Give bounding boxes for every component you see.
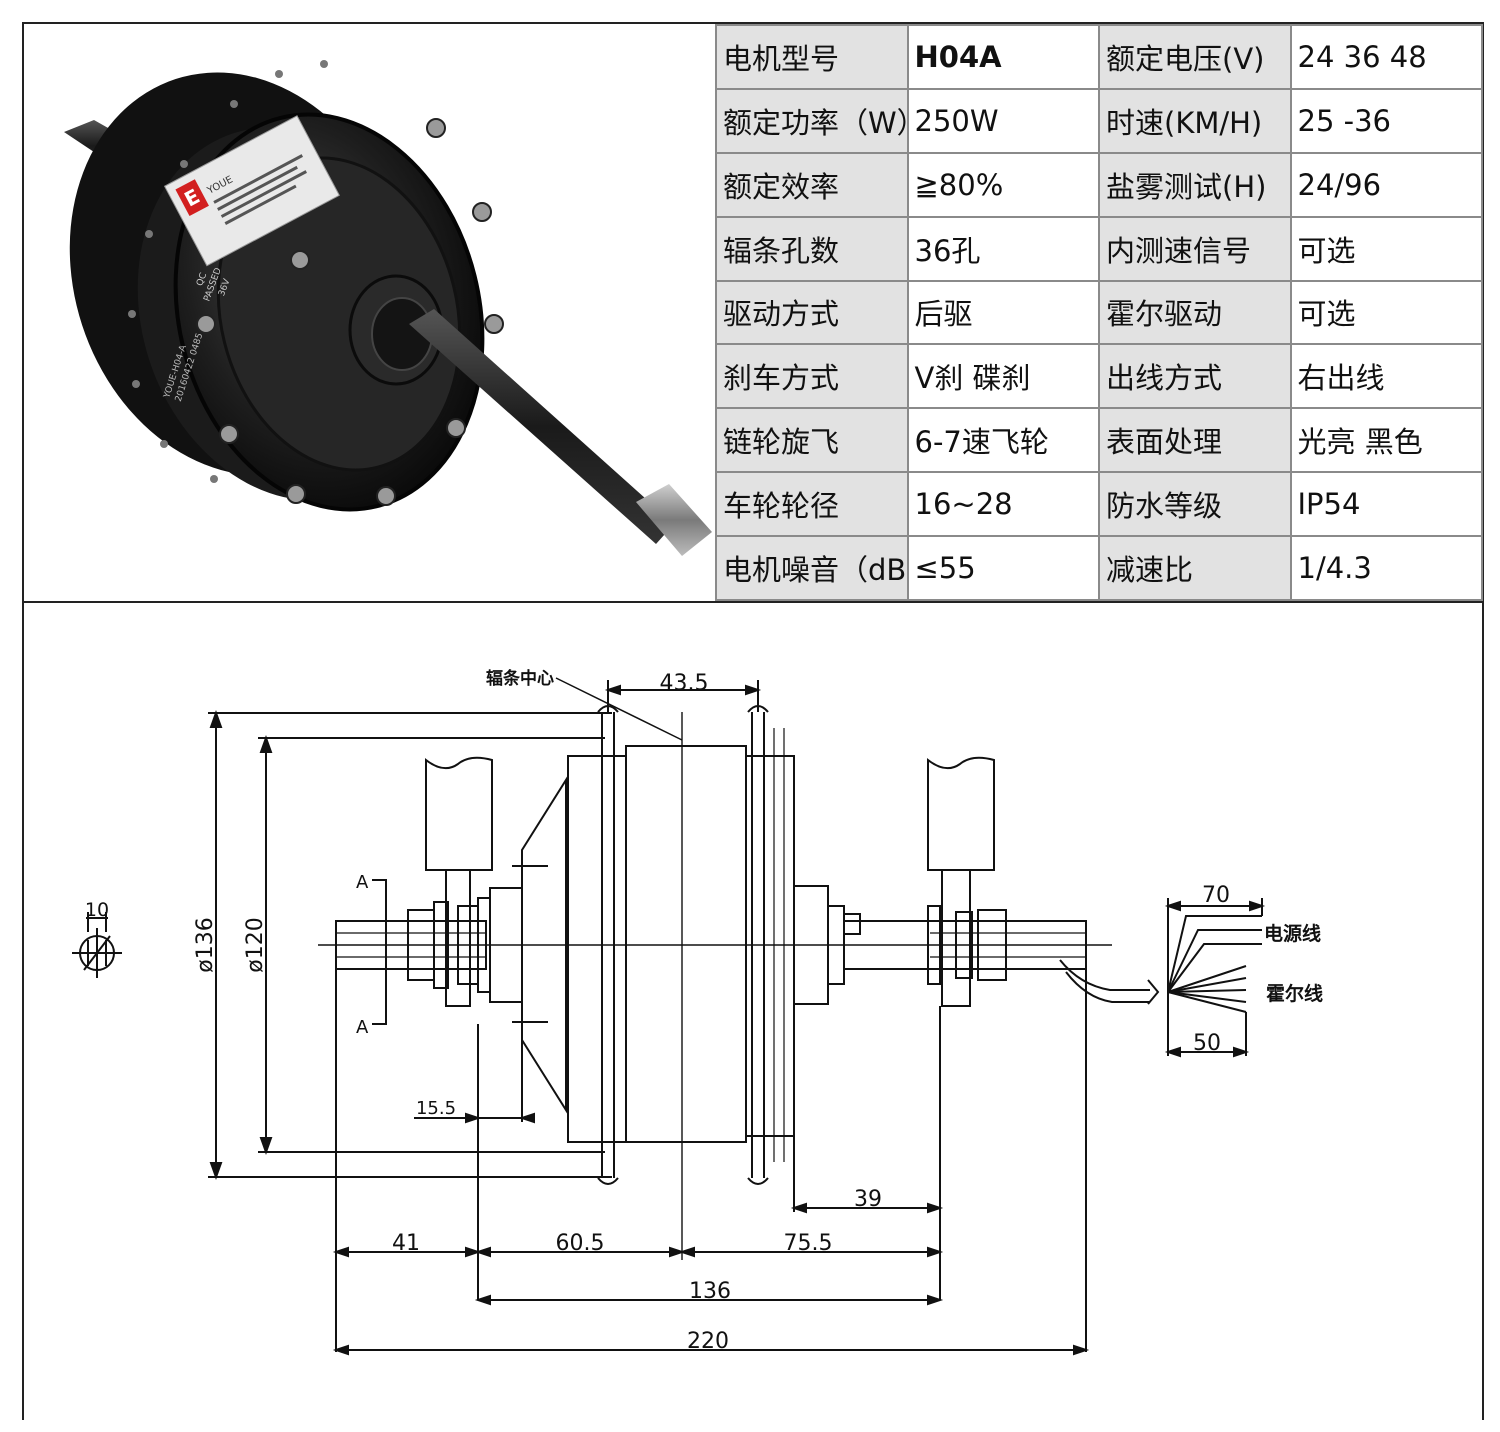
spec-key: 额定功率（W） xyxy=(715,87,909,154)
spec-key: 辐条孔数 xyxy=(715,215,909,282)
product-label: E YOUE xyxy=(163,115,340,267)
table-row: 链轮旋飞 6-7速飞轮 表面处理 光亮 黑色 xyxy=(715,407,1483,474)
label-power-wire: 电源线 xyxy=(1264,922,1321,945)
spec-key: 盐雾测试(H) xyxy=(1098,151,1292,218)
technical-drawing: 10 ø136 ø120 A A xyxy=(72,668,1323,1356)
spec-table: 电机型号 H04A 额定电压(V) 24 36 48 额定功率（W） 250W … xyxy=(715,24,1483,601)
spec-value: 光亮 黑色 xyxy=(1289,407,1483,474)
spec-value: 后驱 xyxy=(906,279,1100,346)
dim-70: 70 xyxy=(1202,883,1230,908)
spec-key: 表面处理 xyxy=(1098,407,1292,474)
dim-60-5: 60.5 xyxy=(556,1231,605,1256)
spec-value: 24/96 xyxy=(1289,151,1483,218)
dim-10: 10 xyxy=(85,899,109,921)
dim-39: 39 xyxy=(854,1187,882,1212)
spec-key: 额定效率 xyxy=(715,151,909,218)
table-row: 驱动方式 后驱 霍尔驱动 可选 xyxy=(715,279,1483,346)
spec-value: H04A xyxy=(906,24,1100,90)
section-a-top: A xyxy=(356,872,369,893)
axle-section-view xyxy=(72,912,122,978)
dim-bottom-chain xyxy=(332,970,1090,1356)
spec-key: 电机噪音（dB) xyxy=(715,535,909,601)
spec-value: 可选 xyxy=(1289,279,1483,346)
spec-key: 减速比 xyxy=(1098,535,1292,601)
table-row: 刹车方式 V刹 碟刹 出线方式 右出线 xyxy=(715,343,1483,410)
dim-41: 41 xyxy=(392,1231,420,1256)
flange-bolts xyxy=(196,118,504,506)
spec-key: 额定电压(V) xyxy=(1098,24,1292,90)
label-hall-wire: 霍尔线 xyxy=(1266,982,1323,1005)
spec-key: 链轮旋飞 xyxy=(715,407,909,474)
spec-value: IP54 xyxy=(1289,471,1483,537)
section-divider xyxy=(22,601,1484,603)
section-a-bottom: A xyxy=(356,1017,369,1038)
spec-value: 25 -36 xyxy=(1289,87,1483,154)
dim-15-5: 15.5 xyxy=(416,1098,456,1119)
dim-50: 50 xyxy=(1193,1031,1221,1056)
motor-drum xyxy=(567,705,795,1260)
spoke-holes xyxy=(128,60,328,483)
dim-15-5-line xyxy=(414,1024,535,1300)
table-row: 辐条孔数 36孔 内测速信号 可选 xyxy=(715,215,1483,282)
spec-key: 刹车方式 xyxy=(715,343,909,410)
spec-value: 可选 xyxy=(1289,215,1483,282)
dim-43-5: 43.5 xyxy=(660,671,709,696)
spec-key: 防水等级 xyxy=(1098,471,1292,537)
spec-value: 24 36 48 xyxy=(1289,24,1483,90)
spec-value: 36孔 xyxy=(906,215,1100,282)
spec-value: 16~28 xyxy=(906,471,1100,537)
dim-43-5-line xyxy=(604,680,762,712)
dim-d136-line xyxy=(208,710,612,1180)
dim-136: 136 xyxy=(689,1279,731,1304)
table-row: 额定效率 ≧80% 盐雾测试(H) 24/96 xyxy=(715,151,1483,218)
dim-220: 220 xyxy=(687,1329,729,1354)
dim-70-line xyxy=(1164,898,1266,1056)
left-axle-drawing xyxy=(335,897,491,993)
spec-value: 1/4.3 xyxy=(1289,535,1483,601)
freewheel xyxy=(489,776,567,1114)
label-qc: QC xyxy=(195,272,209,288)
right-axle-drawing xyxy=(793,885,1087,1005)
motor-photo: E YOUE QC PASSED 36V YOUE-H04-A 20160422… xyxy=(64,60,712,556)
table-row: 车轮轮径 16~28 防水等级 IP54 xyxy=(715,471,1483,537)
spec-value: ≧80% xyxy=(906,151,1100,218)
table-row: 电机型号 H04A 额定电压(V) 24 36 48 xyxy=(715,24,1483,90)
spec-sheet-border xyxy=(22,22,1484,1420)
spec-value: 右出线 xyxy=(1289,343,1483,410)
table-row: 电机噪音（dB) ≤55 减速比 1/4.3 xyxy=(715,535,1483,601)
table-row: 额定功率（W） 250W 时速(KM/H) 25 -36 xyxy=(715,87,1483,154)
spec-key: 内测速信号 xyxy=(1098,215,1292,282)
left-dropout xyxy=(425,756,493,1007)
spec-value: ≤55 xyxy=(906,535,1100,601)
dim-d120: ø120 xyxy=(243,917,268,972)
right-axle xyxy=(409,309,674,544)
dim-50-line xyxy=(1164,1012,1250,1058)
spec-key: 车轮轮径 xyxy=(715,471,909,537)
axle-tip xyxy=(636,484,712,556)
dim-75-5: 75.5 xyxy=(784,1231,833,1256)
spec-key: 驱动方式 xyxy=(715,279,909,346)
section-marker xyxy=(372,879,387,1025)
motor-cable xyxy=(1059,915,1262,1013)
dim-d120-line xyxy=(258,735,605,1155)
spec-key: 出线方式 xyxy=(1098,343,1292,410)
spec-value: 250W xyxy=(906,87,1100,154)
spec-value: 6-7速飞轮 xyxy=(906,407,1100,474)
spec-key: 时速(KM/H) xyxy=(1098,87,1292,154)
spec-key: 电机型号 xyxy=(715,24,909,90)
spec-key: 霍尔驱动 xyxy=(1098,279,1292,346)
right-dropout xyxy=(927,756,995,1007)
label-spoke-center: 辐条中心 xyxy=(486,668,554,689)
spoke-center-leader xyxy=(555,677,683,741)
spec-value: V刹 碟刹 xyxy=(906,343,1100,410)
dim-d136: ø136 xyxy=(193,917,218,972)
